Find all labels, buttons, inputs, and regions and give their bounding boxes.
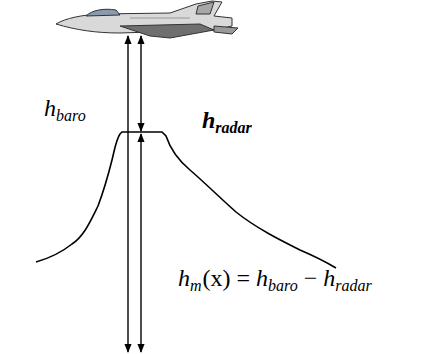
symbol-text: − (304, 266, 318, 290)
symbol-text: h (323, 266, 335, 290)
subscript-text: radar (335, 278, 371, 294)
jet-aircraft (56, 1, 238, 38)
subscript-text: baro (268, 278, 298, 294)
baro-altitude-arrow (127, 36, 128, 352)
subscript-text: baro (56, 108, 86, 124)
symbol-text: h (202, 108, 215, 132)
subscript-text: m (190, 278, 202, 294)
terrain-height-arrow (140, 134, 141, 352)
radar-altitude-label: hradar (202, 108, 252, 132)
terrain-height-formula: hm(x) =hbaro−hradar (178, 266, 372, 290)
terrain-profile (36, 132, 336, 268)
symbol-text: h (256, 266, 268, 290)
baro-altitude-label: hbaro (44, 96, 86, 120)
symbol-text: h (44, 96, 56, 120)
subscript-text: radar (215, 120, 251, 136)
symbol-text: (x) = (203, 266, 251, 290)
radar-altitude-arrow (140, 36, 141, 131)
symbol-text: h (178, 266, 190, 290)
